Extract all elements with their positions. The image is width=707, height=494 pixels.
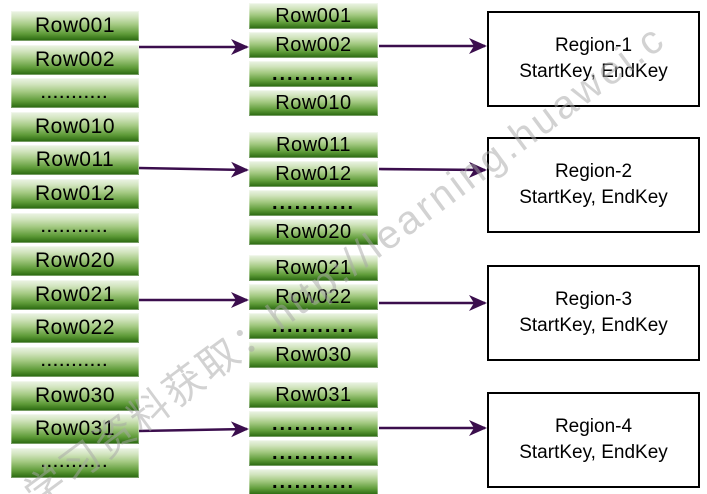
region-box-1: Region-1 StartKey, EndKey (487, 11, 700, 107)
group1-rowkey-row010: Row010 (249, 90, 378, 116)
left-rowkey-row011: Row011 (11, 145, 139, 176)
left-rowkey-row002: Row002 (11, 44, 139, 75)
group4-rowkey-row031: Row031 (249, 382, 378, 408)
left-rowkey-ellipsis: ........... (11, 447, 139, 478)
left-rowkey-row012: Row012 (11, 178, 139, 209)
group3-rowkey-row022: Row022 (249, 284, 378, 310)
arrow-group2-to-region2 (378, 161, 487, 178)
arrow-left-to-group4 (138, 421, 249, 438)
rowkey-group-3: Row021 Row022 ........... Row030 (249, 255, 378, 368)
group3-rowkey-ellipsis: ........... (249, 313, 378, 339)
region-keys: StartKey, EndKey (519, 442, 668, 463)
group4-rowkey-ellipsis: ........... (249, 469, 378, 494)
region-box-3: Region-3 StartKey, EndKey (487, 265, 700, 361)
region-name: Region-4 (554, 416, 633, 438)
left-rowkey-ellipsis: ........... (11, 346, 139, 377)
left-rowkey-row021: Row021 (11, 279, 139, 310)
region-keys: StartKey, EndKey (519, 315, 668, 336)
left-rowkey-row031: Row031 (11, 414, 139, 445)
group1-rowkey-row002: Row002 (249, 32, 378, 58)
group2-rowkey-row020: Row020 (249, 219, 378, 245)
left-rowkey-row030: Row030 (11, 380, 139, 411)
left-rowkey-ellipsis: ........... (11, 212, 139, 243)
region-keys: StartKey, EndKey (519, 61, 668, 82)
region-box-2: Region-2 StartKey, EndKey (487, 137, 700, 233)
group3-rowkey-row030: Row030 (249, 342, 378, 368)
region-name: Region-2 (554, 161, 633, 183)
group1-rowkey-row001: Row001 (249, 3, 378, 29)
group2-rowkey-ellipsis: ........... (249, 190, 378, 216)
rowkey-group-2: Row011 Row012 ........... Row020 (249, 132, 378, 245)
region-name: Region-3 (554, 289, 633, 311)
rowkey-table-column: Row001 Row002 ........... Row010 Row011 … (11, 11, 139, 478)
group4-rowkey-ellipsis: ........... (249, 440, 378, 466)
group4-rowkey-ellipsis: ........... (249, 411, 378, 437)
region-keys: StartKey, EndKey (519, 187, 668, 208)
group1-rowkey-ellipsis: ........... (249, 61, 378, 87)
left-rowkey-row020: Row020 (11, 246, 139, 277)
rowkey-group-1: Row001 Row002 ........... Row010 (249, 3, 378, 116)
region-box-4: Region-4 StartKey, EndKey (487, 392, 700, 488)
left-rowkey-row001: Row001 (11, 11, 139, 41)
rowkey-group-4: Row031 ........... ........... .........… (249, 382, 378, 494)
region-name: Region-1 (554, 35, 633, 57)
group2-rowkey-row012: Row012 (249, 161, 378, 187)
arrow-left-to-group2 (138, 161, 249, 178)
left-rowkey-ellipsis: ........... (11, 78, 139, 109)
left-rowkey-row010: Row010 (11, 111, 139, 142)
group3-rowkey-row021: Row021 (249, 255, 378, 281)
group2-rowkey-row011: Row011 (249, 132, 378, 158)
left-rowkey-row022: Row022 (11, 313, 139, 344)
